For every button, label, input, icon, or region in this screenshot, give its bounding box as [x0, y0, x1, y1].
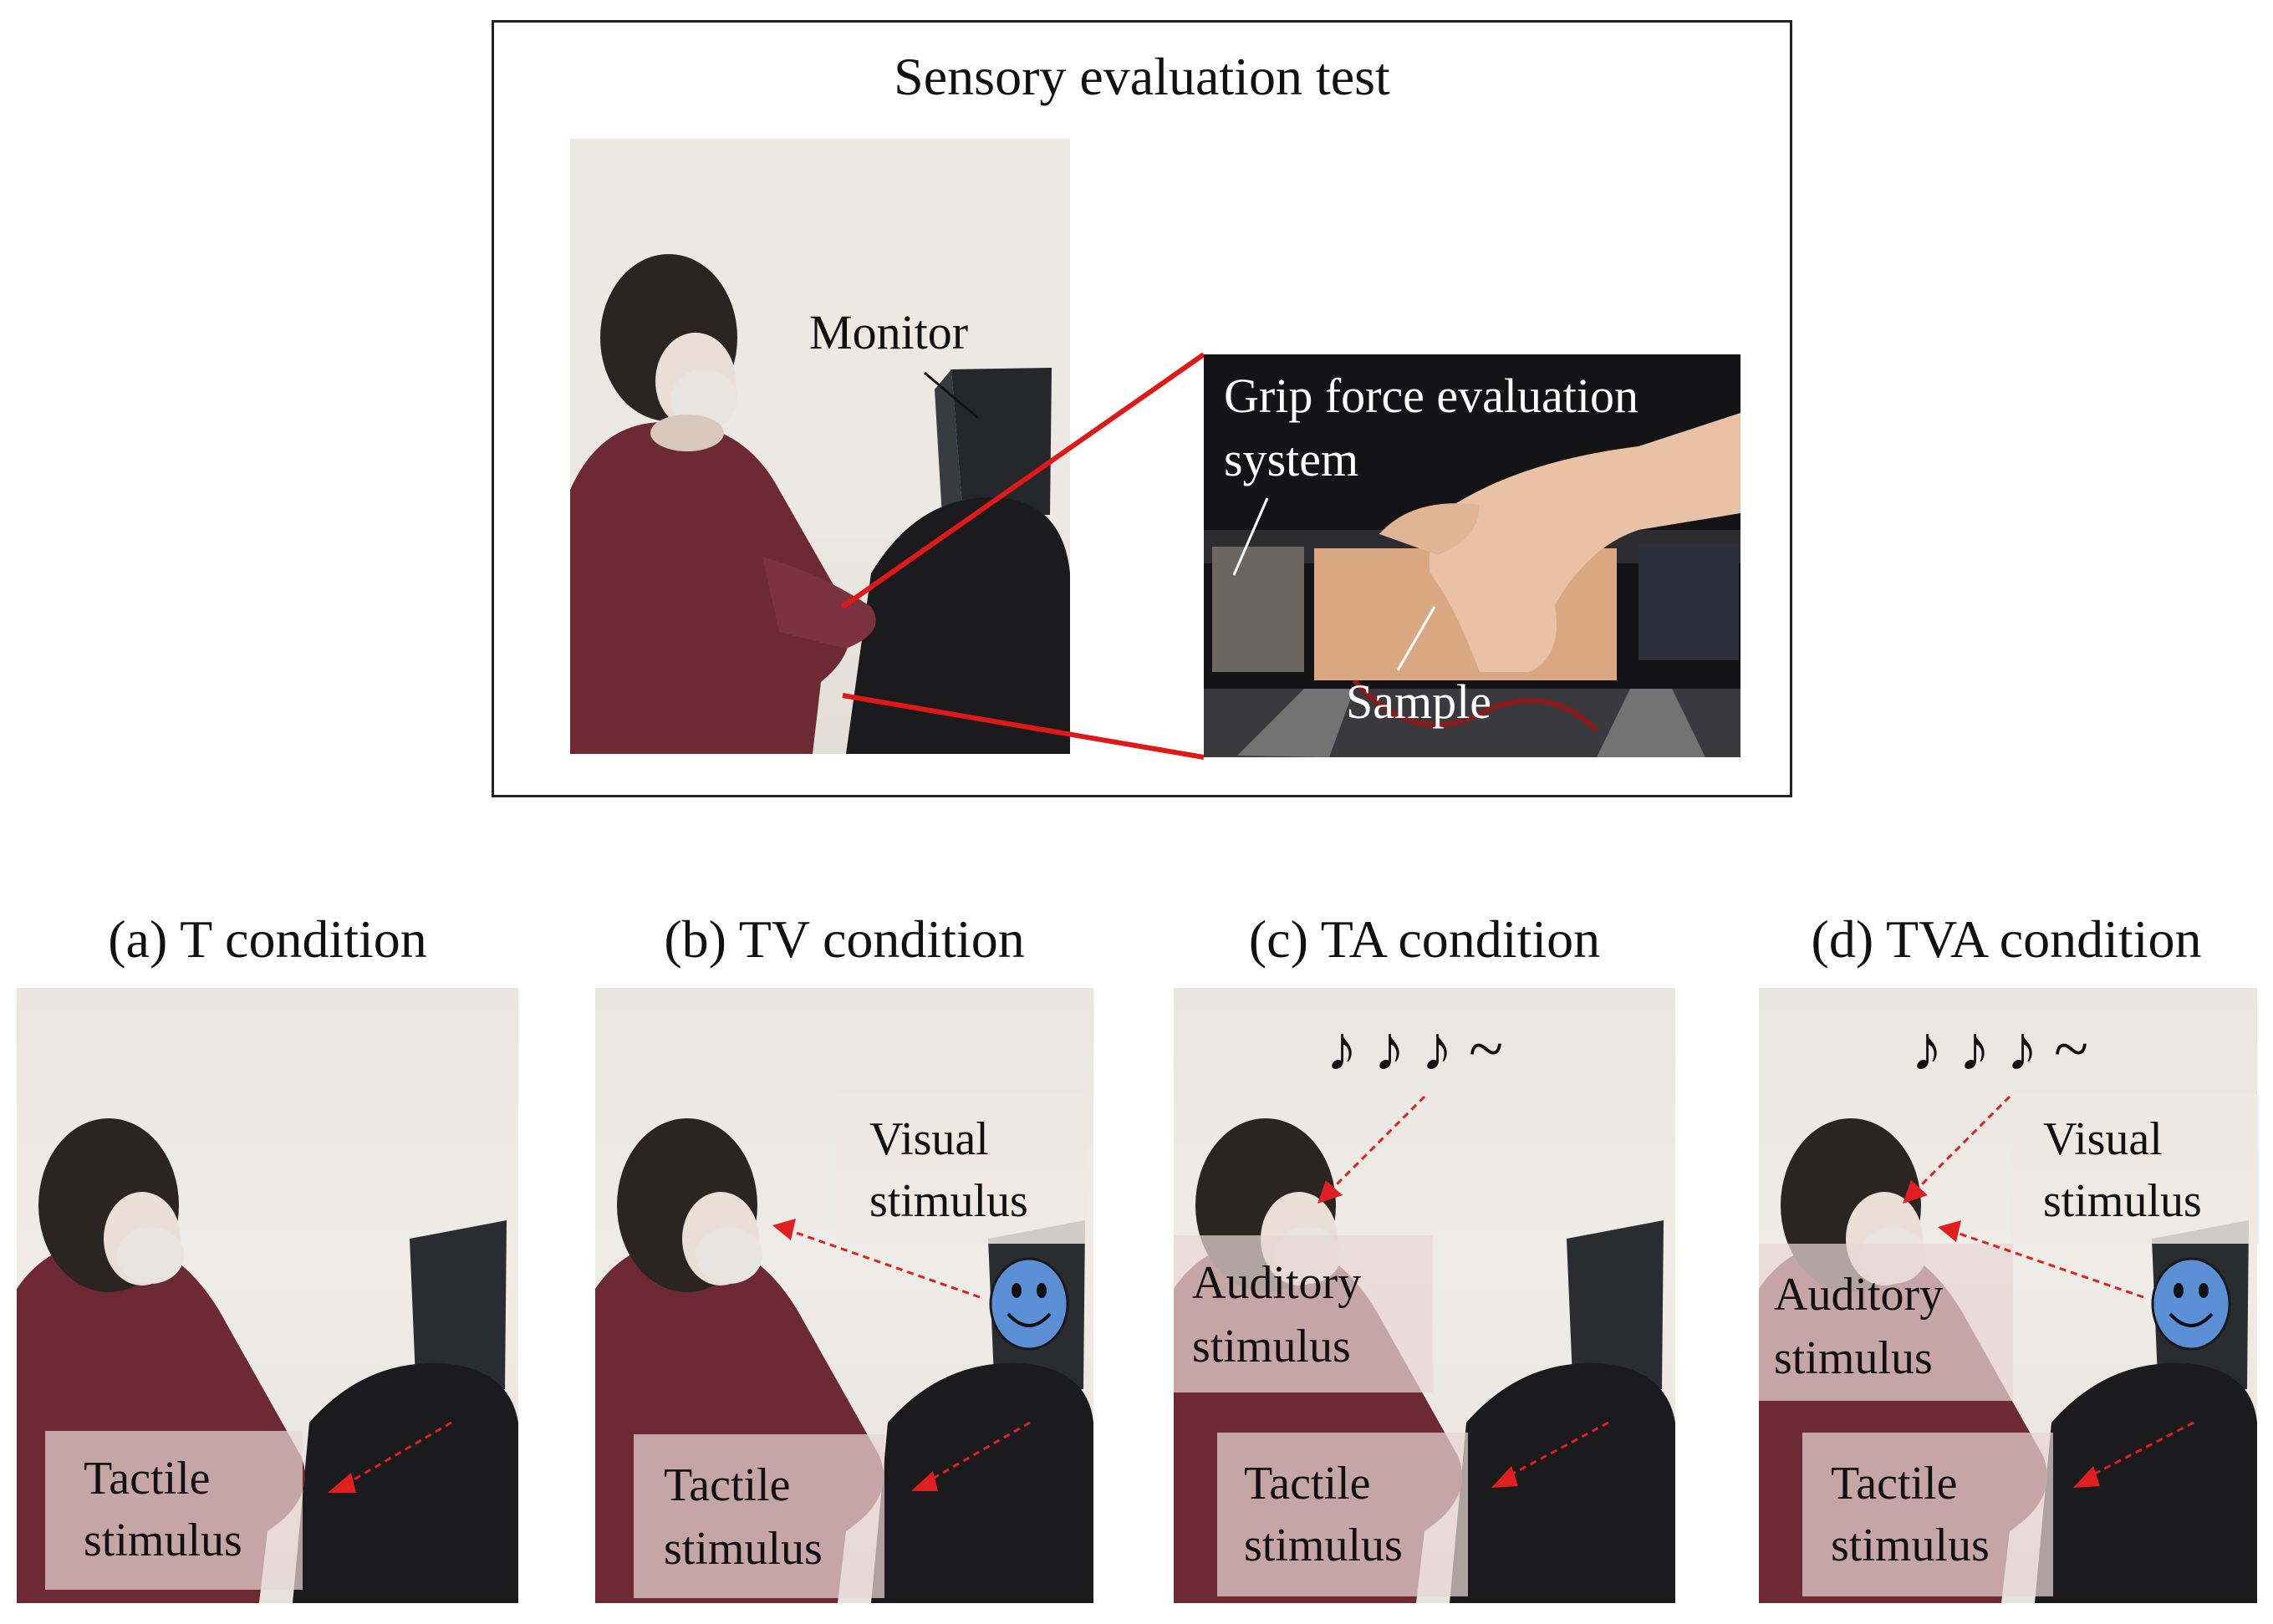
top-frame: [492, 20, 1792, 797]
panel-d-tactile-box: [1802, 1433, 2053, 1596]
grip-label-line2: system: [1224, 432, 1359, 486]
panel-d-smiley-icon: [2151, 1257, 2231, 1351]
grip-label-line1: Grip force evaluation: [1224, 369, 1639, 423]
panel-a-tactile-line1: Tactile: [84, 1453, 211, 1504]
grip-inset-drawing: [1204, 413, 1740, 757]
setup-photo: [570, 139, 1070, 754]
top-title: Sensory evaluation test: [894, 47, 1390, 106]
panel-d-visual-line1: Visual: [2043, 1113, 2163, 1165]
panel-b-visual-box: [836, 1095, 1087, 1244]
panel-d-auditory-line1: Auditory: [1774, 1269, 1944, 1321]
panel-a-tactile-line2: stimulus: [84, 1515, 242, 1566]
panel-b-tactile-box: [634, 1434, 884, 1598]
setup-photo-drawing: [570, 254, 1070, 754]
monitor-pointer-line: [924, 371, 979, 420]
monitor-label: Monitor: [809, 305, 969, 359]
panel-b-visual-line2: stimulus: [869, 1175, 1028, 1227]
panel-d-visual-line2: stimulus: [2043, 1175, 2202, 1227]
panel-c-auditory-box: [1174, 1235, 1433, 1392]
panel-b-visual-line1: Visual: [869, 1113, 989, 1165]
panel-c-tactile-line1: Tactile: [1244, 1458, 1371, 1509]
panel-a-title: (a) T condition: [108, 909, 427, 969]
panel-d-visual-box: [2011, 1095, 2259, 1244]
panel-b-title: (b) TV condition: [664, 909, 1025, 969]
grip-inset-photo: [1204, 354, 1740, 757]
panel-b-tactile-line2: stimulus: [664, 1523, 823, 1575]
panel-d-tactile-line1: Tactile: [1831, 1458, 1958, 1509]
panel-b-tactile-line1: Tactile: [664, 1459, 791, 1511]
panel-c-auditory-line2: stimulus: [1192, 1321, 1351, 1372]
panel-d-tactile-line2: stimulus: [1831, 1520, 1990, 1571]
panel-d-music-notes: ♪ ♪ ♪ ~: [1911, 1014, 2089, 1084]
panel-c-auditory-line1: Auditory: [1192, 1257, 1362, 1309]
panel-c-music-notes: ♪ ♪ ♪ ~: [1326, 1014, 1504, 1084]
panel-c-tactile-box: [1217, 1433, 1468, 1596]
panel-b-smiley-icon: [989, 1257, 1069, 1351]
panel-d-auditory-line2: stimulus: [1774, 1332, 1933, 1384]
sample-label: Sample: [1346, 675, 1491, 729]
panel-d-title: (d) TVA condition: [1811, 909, 2202, 969]
panel-c-tactile-line2: stimulus: [1244, 1520, 1403, 1571]
panel-a-tactile-box: [45, 1431, 303, 1590]
panel-c-title: (c) TA condition: [1248, 909, 1601, 969]
